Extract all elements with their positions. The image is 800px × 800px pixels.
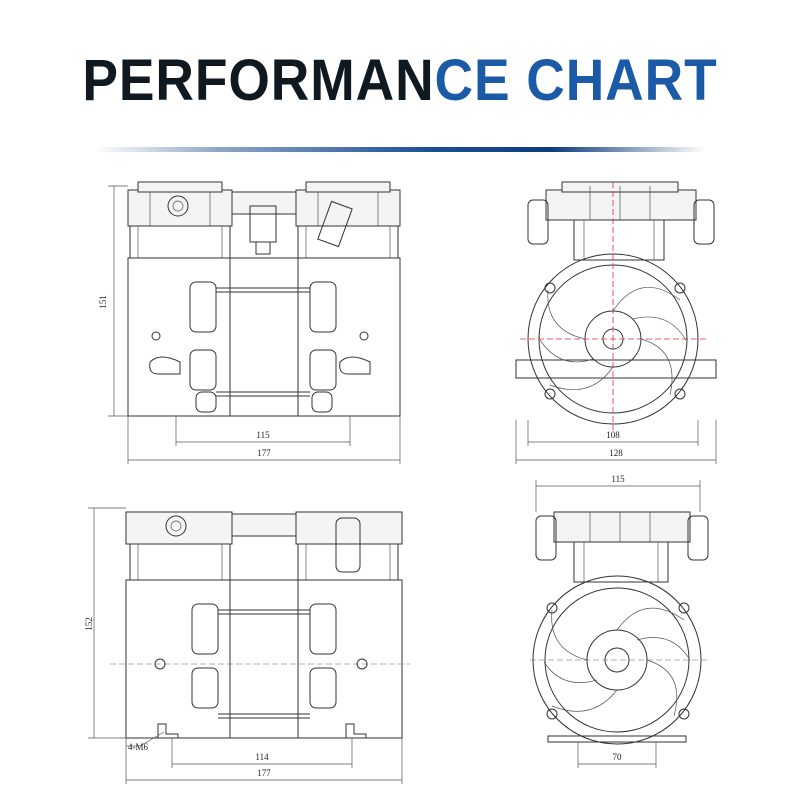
title-underline [95,147,705,152]
side-view-fan-drawing [515,181,717,464]
side-view-fan-drawing-2 [530,480,710,768]
title-part-dark: PERFORMAN [82,48,435,113]
dim-top-left-overall-width: 177 [257,448,271,458]
dim-bottom-left-inner-width: 114 [255,752,269,762]
dim-top-left-inner-width: 115 [256,430,270,440]
dim-bottom-right-base-width: 70 [613,752,623,762]
dim-bottom-left-height: 152 [84,617,94,631]
dim-top-left-height: 151 [98,295,108,309]
rear-view-drawing [88,507,410,784]
dim-bottom-left-bolt-note: 4-M6 [128,742,148,752]
front-view-drawing [108,181,401,464]
dim-top-right-inner-width: 108 [606,430,620,440]
title-part-blue: CE CHART [434,48,718,113]
page-title: PERFORMANCE CHART [32,52,768,110]
dim-top-right-overall-width: 128 [609,448,623,458]
dim-bottom-left-overall-width: 177 [257,768,271,778]
dim-bottom-right-top-width: 115 [611,474,625,484]
